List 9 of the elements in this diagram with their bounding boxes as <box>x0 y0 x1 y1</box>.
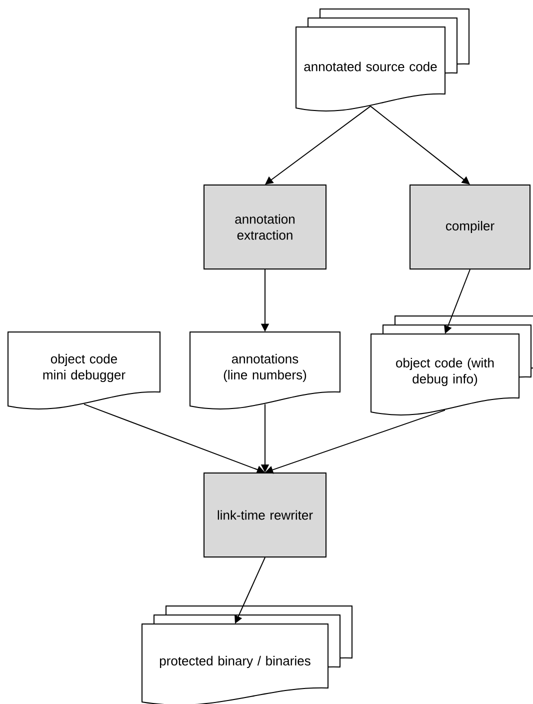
arrow <box>370 106 470 184</box>
process-box: link-time rewriter <box>204 472 326 558</box>
arrow <box>265 106 371 184</box>
document-stack: object code (with debug info) <box>370 316 533 416</box>
process-box: annotation extraction <box>204 184 326 270</box>
process-box: compiler <box>410 184 530 270</box>
document-stack: protected binary / binaries <box>142 606 352 704</box>
node-label: object code (with debug info) <box>396 358 494 386</box>
process-document-stack: annotated source code <box>296 8 470 112</box>
